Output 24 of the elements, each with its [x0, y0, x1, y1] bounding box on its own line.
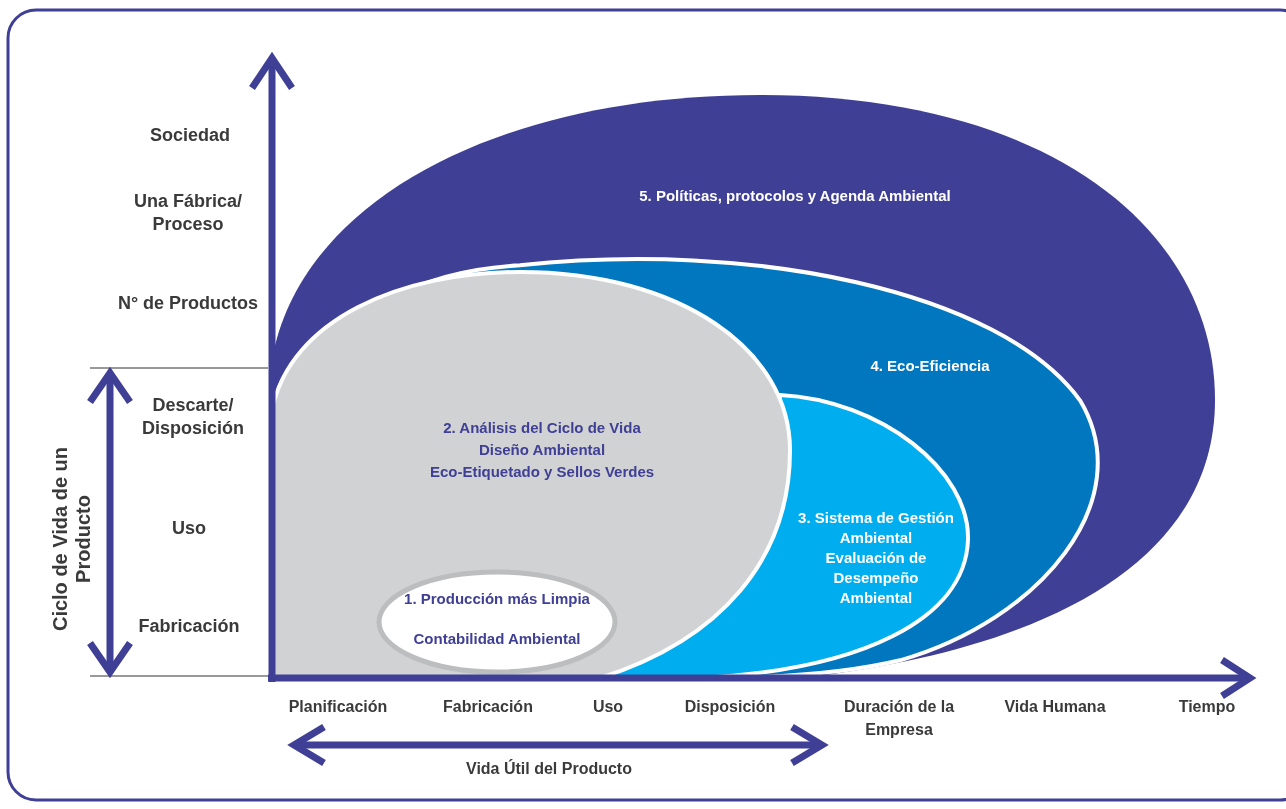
axis-label: Vida Humana — [1003, 697, 1107, 717]
region-label: Contabilidad Ambiental — [412, 629, 582, 649]
region-label: 4. Eco-Eficiencia — [869, 356, 991, 376]
region-label: 5. Políticas, protocolos y Agenda Ambiental — [638, 186, 952, 206]
axis-label: Fabricación — [442, 697, 534, 717]
axis-label: Duración de la Empresa — [842, 697, 956, 740]
axis-label: N° de Productos — [116, 292, 260, 315]
region-label: 1. Producción más Limpia — [403, 589, 591, 609]
region-label: Evaluación de Desempeño Ambiental — [824, 548, 928, 608]
axis-label: Descarte/ Disposición — [141, 394, 245, 440]
axis-label: Una Fábrica/ Proceso — [132, 190, 243, 236]
span-label: Vida Útil del Producto — [465, 758, 633, 779]
axis-label: Tiempo — [1177, 697, 1237, 717]
axis-title: Ciclo de Vida de un Producto — [49, 445, 95, 634]
axis-label: Sociedad — [149, 124, 231, 147]
region-label: Diseño Ambiental — [477, 440, 607, 460]
region-label: Eco-Etiquetado y Sellos Verdes — [428, 462, 656, 482]
region-label: 2. Análisis del Ciclo de Vida — [442, 418, 642, 438]
axis-label: Disposición — [683, 697, 777, 717]
axis-label: Fabricación — [137, 615, 241, 638]
axis-label: Planificación — [287, 697, 389, 717]
axis-label: Uso — [591, 697, 625, 717]
region-label: 3. Sistema de Gestión Ambiental — [797, 508, 955, 548]
axis-label: Uso — [171, 517, 207, 540]
